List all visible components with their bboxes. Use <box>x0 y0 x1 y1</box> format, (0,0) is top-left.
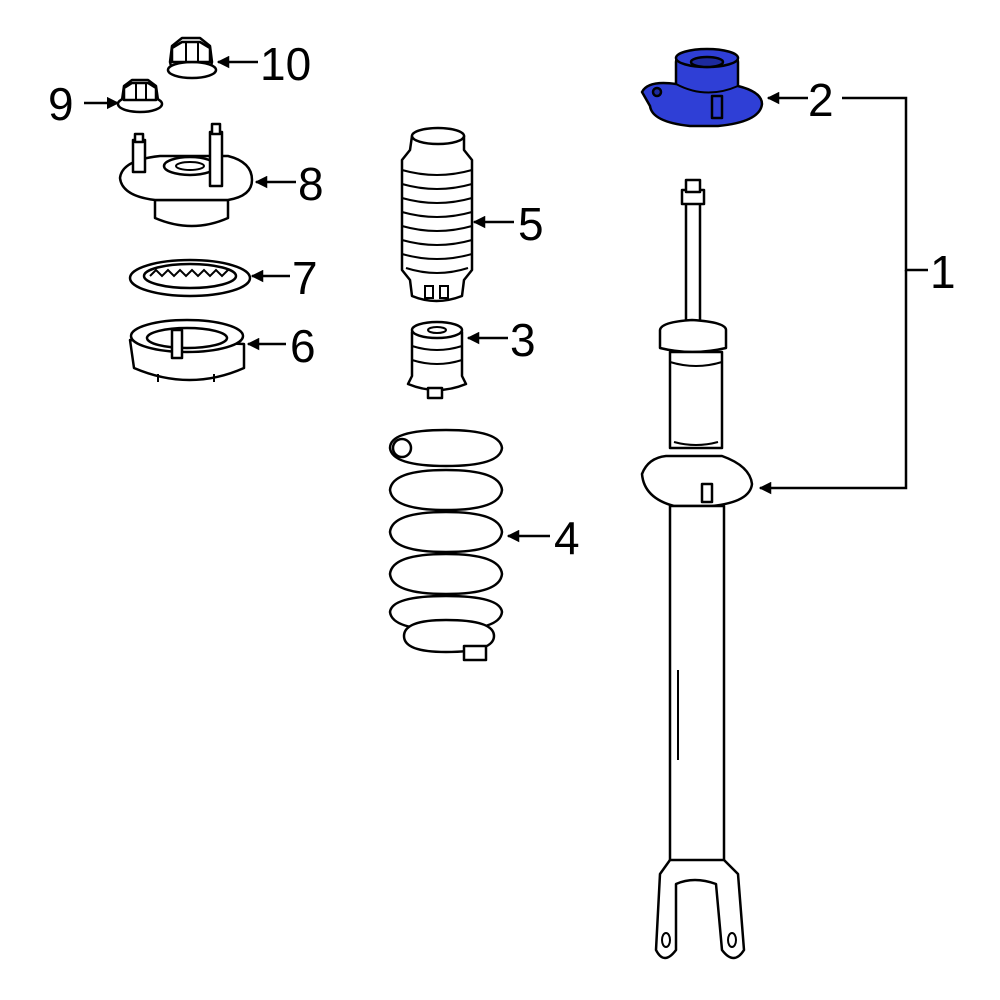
part-8-upper-strut-mount[interactable] <box>118 122 254 228</box>
part-9-flange-nut[interactable] <box>116 78 164 114</box>
part-3-bump-stop[interactable] <box>406 320 468 400</box>
callout-10: 10 <box>260 38 311 90</box>
callout-5: 5 <box>518 198 544 250</box>
part-10-flange-nut[interactable] <box>166 36 218 80</box>
part-5-dust-boot[interactable] <box>400 126 474 303</box>
part-1-strut-assembly[interactable] <box>640 178 754 960</box>
callout-7: 7 <box>292 252 318 304</box>
callout-4: 4 <box>554 512 580 564</box>
callout-6: 6 <box>290 320 316 372</box>
part-4-coil-spring[interactable] <box>388 428 504 662</box>
part-6-spring-seat[interactable] <box>128 318 246 382</box>
callout-1: 1 <box>930 246 956 298</box>
callout-2: 2 <box>808 74 834 126</box>
callout-3: 3 <box>510 314 536 366</box>
callout-8: 8 <box>298 158 324 210</box>
leader-lines <box>84 55 928 543</box>
callout-9: 9 <box>48 78 74 130</box>
part-7-strut-bearing[interactable] <box>128 258 252 298</box>
part-2-strut-insulator[interactable] <box>640 47 764 128</box>
callout-labels: 10 9 8 7 6 5 3 4 2 1 <box>48 38 956 564</box>
